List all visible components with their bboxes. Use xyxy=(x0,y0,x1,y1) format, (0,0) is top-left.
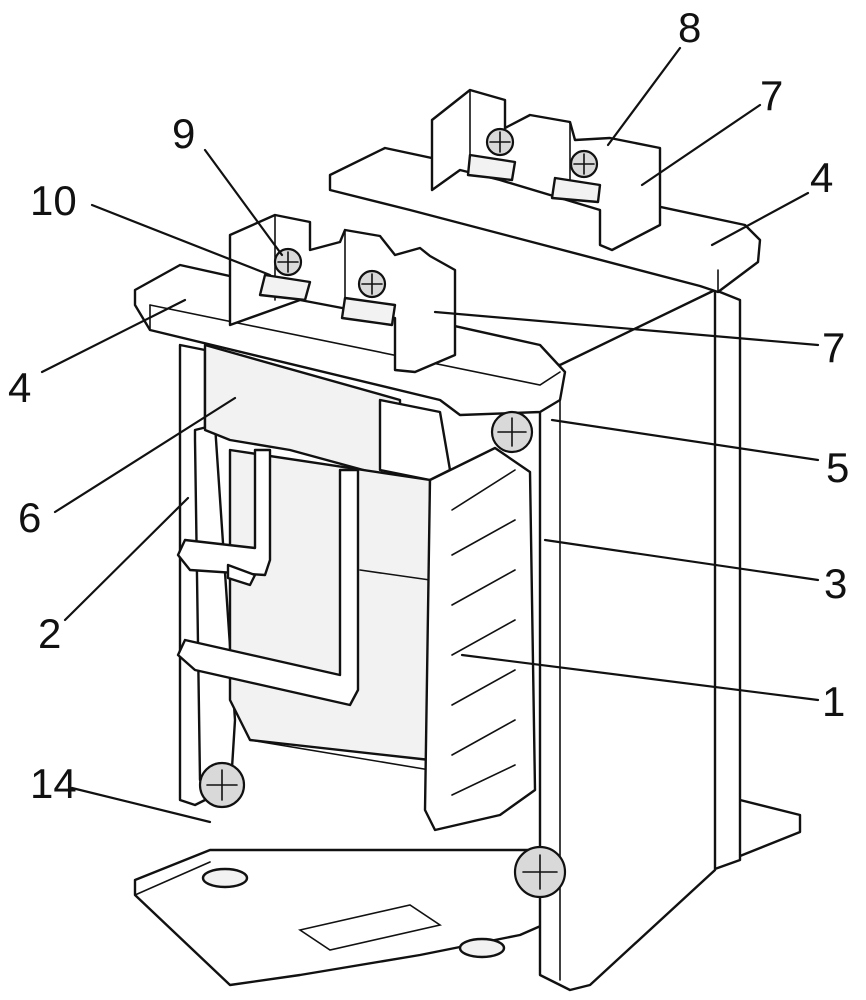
callout-1: 1 xyxy=(822,678,845,725)
side-frame xyxy=(538,288,717,992)
leader-lines xyxy=(40,46,820,824)
mounting-slot-left xyxy=(201,867,249,889)
callout-10: 10 xyxy=(30,177,77,224)
leader-7-rear xyxy=(640,103,762,187)
front-frame xyxy=(178,343,237,807)
callout-8: 8 xyxy=(678,4,701,51)
leader-1 xyxy=(460,653,820,702)
frame-screws xyxy=(198,410,567,899)
lead-rods xyxy=(176,448,360,707)
callout-5: 5 xyxy=(826,444,849,491)
terminal-screws xyxy=(258,127,602,327)
leader-10 xyxy=(90,203,272,277)
callout-9: 9 xyxy=(172,110,195,157)
leader-14 xyxy=(70,786,212,824)
leader-6 xyxy=(53,396,237,514)
callout-4-front: 4 xyxy=(8,364,31,411)
rear-panel xyxy=(710,288,742,872)
mounting-slot-right xyxy=(458,937,506,959)
callout-labels: 8 7 4 9 10 4 7 5 6 3 2 1 14 xyxy=(8,4,849,807)
leader-2 xyxy=(63,496,190,622)
callout-6: 6 xyxy=(18,494,41,541)
callout-4-rear: 4 xyxy=(810,154,833,201)
leader-8 xyxy=(606,46,682,147)
leader-3 xyxy=(543,538,820,582)
callout-14: 14 xyxy=(30,760,77,807)
callout-2: 2 xyxy=(38,610,61,657)
leader-5 xyxy=(550,418,820,462)
leader-4-rear xyxy=(710,191,810,247)
callout-7-front: 7 xyxy=(822,324,845,371)
vent-grille xyxy=(423,446,537,832)
leader-9 xyxy=(203,148,284,257)
leader-7-front xyxy=(433,310,820,347)
callout-3: 3 xyxy=(824,560,847,607)
leader-4-front xyxy=(40,298,187,374)
callout-7-rear: 7 xyxy=(760,72,783,119)
